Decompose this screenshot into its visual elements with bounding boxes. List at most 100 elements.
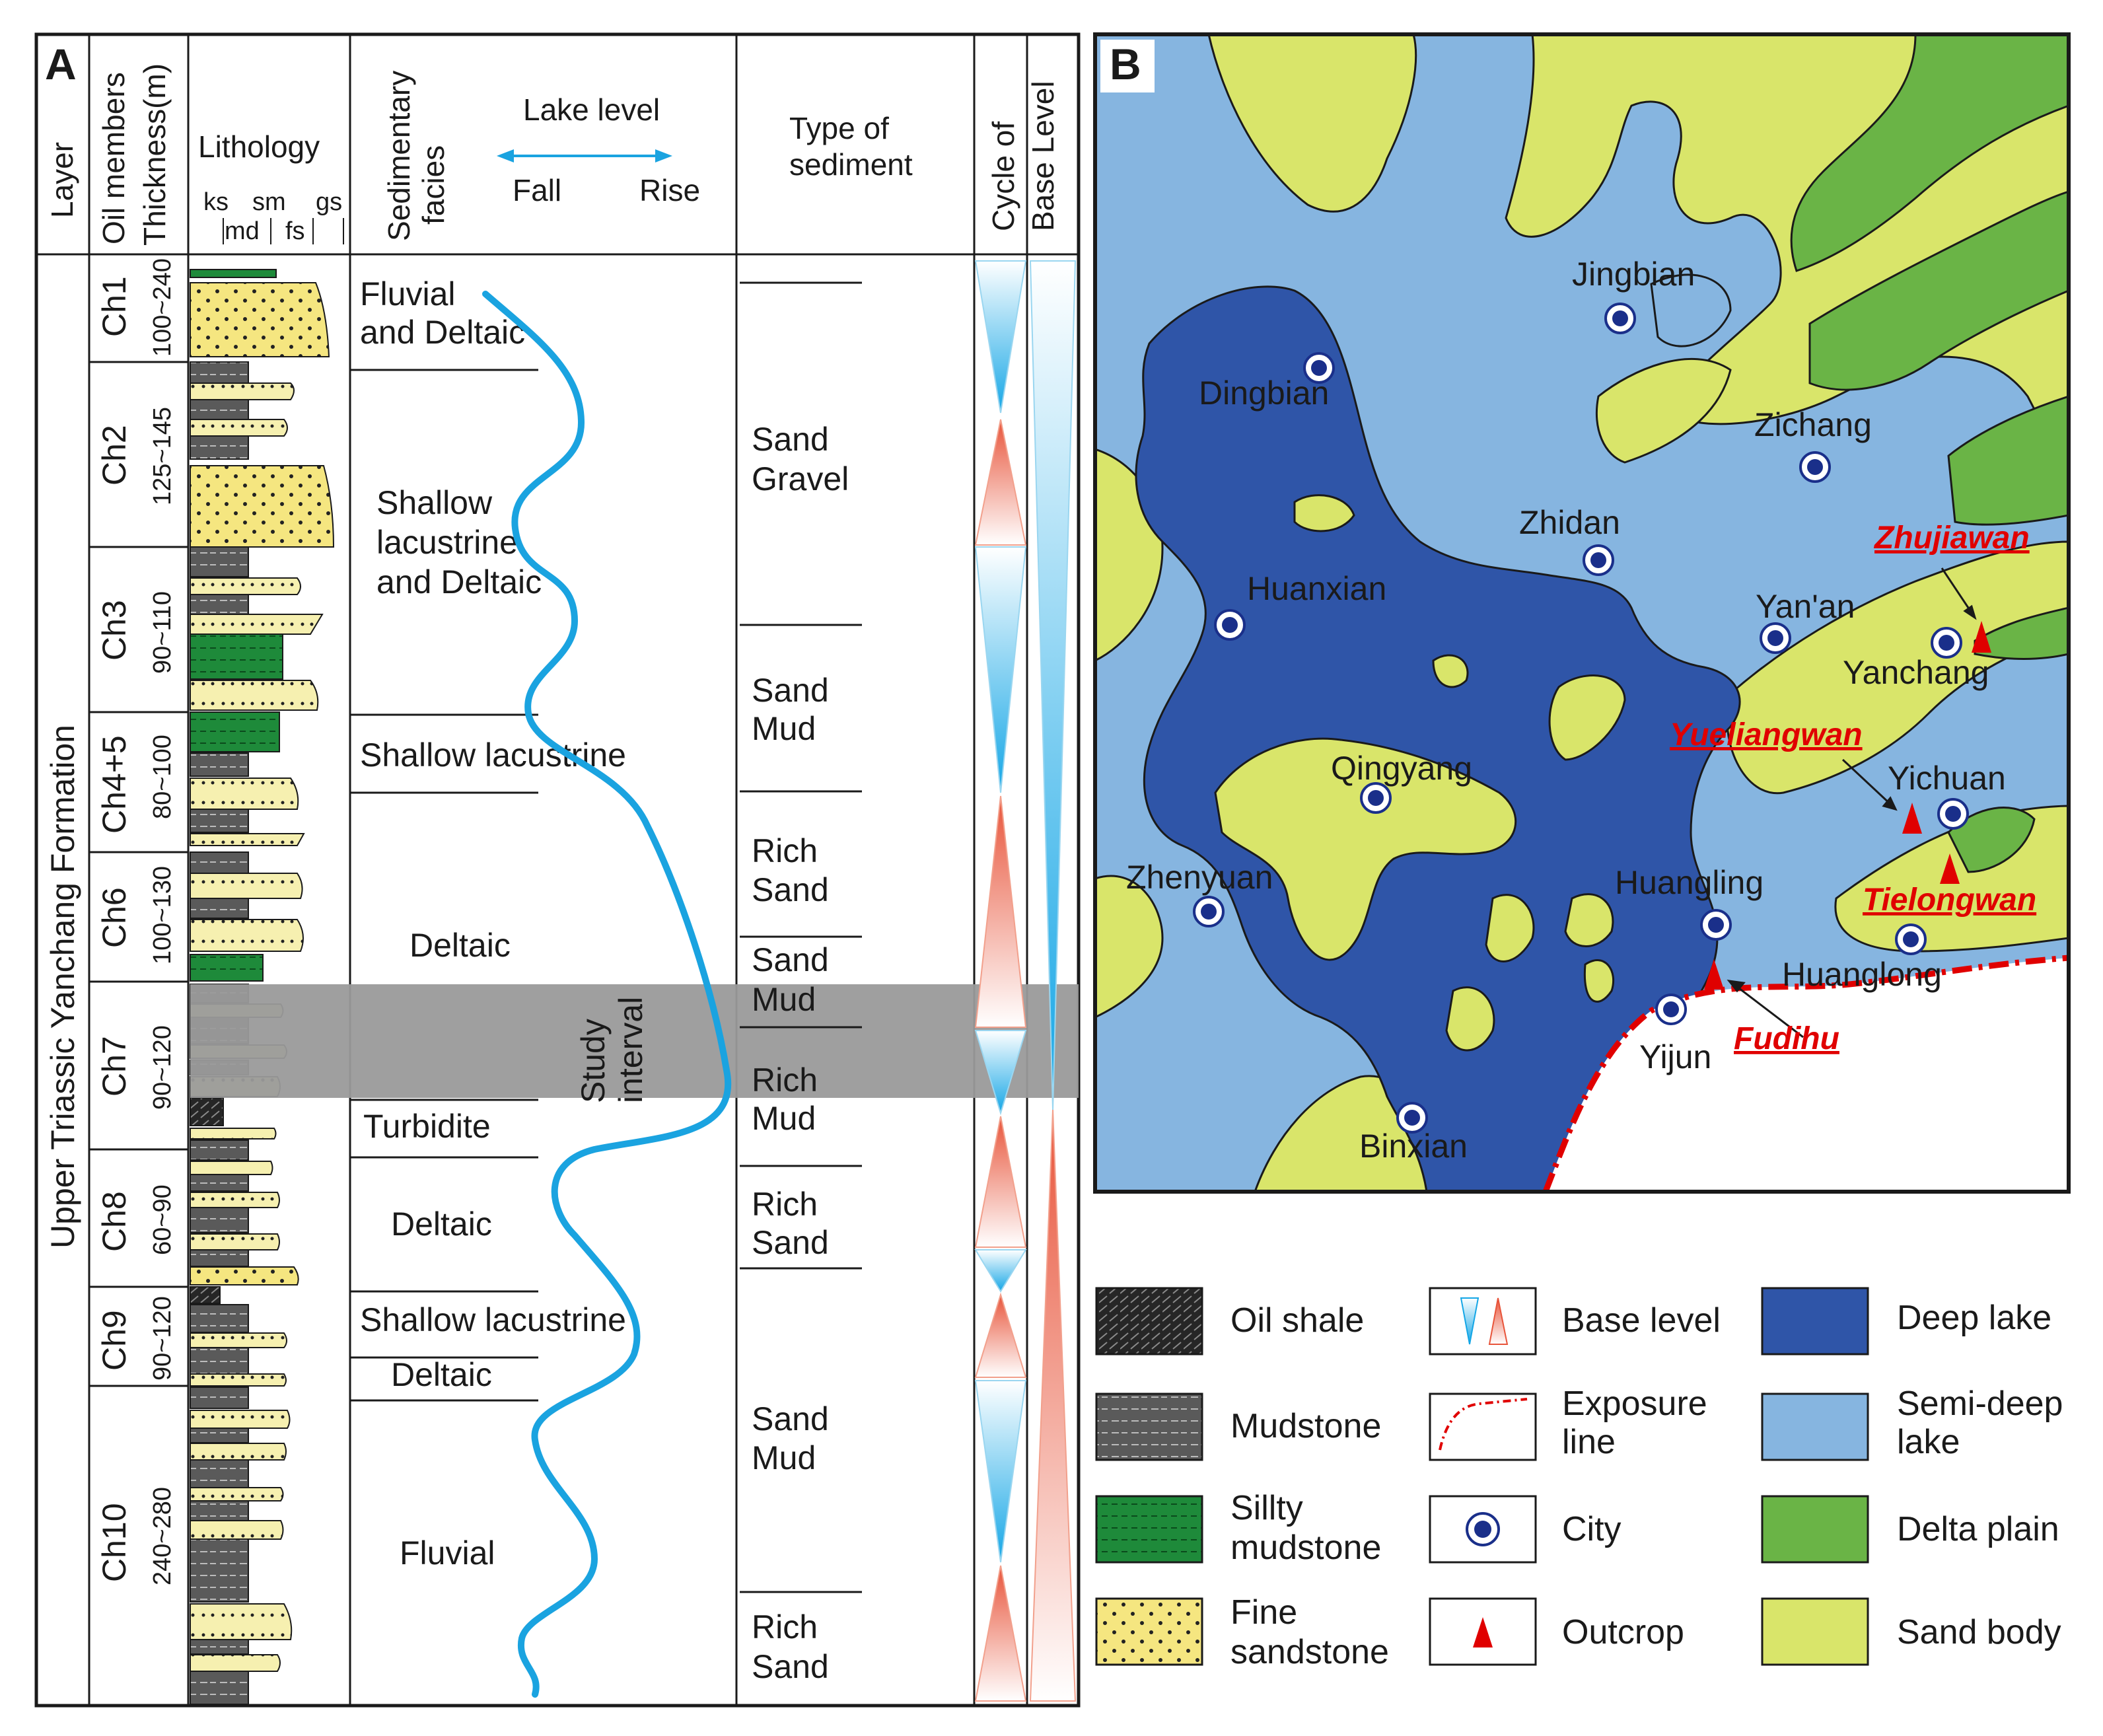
legend-city-label: City [1562, 1510, 1622, 1548]
city-yijun-icon [1655, 994, 1687, 1025]
study-interval-label-1: Study [575, 1019, 612, 1103]
header-rise: Rise [639, 173, 700, 207]
panel-b-tag: B [1110, 40, 1141, 89]
rise-triangle [974, 1116, 1027, 1248]
legend-semi-deep-swatch [1761, 1392, 1869, 1461]
facies-1-line2: and Deltaic [360, 314, 525, 351]
thickness-ch45: 80~100 [149, 735, 176, 819]
rise-triangle [974, 419, 1027, 546]
city-yijun-label: Yijun [1639, 1038, 1711, 1075]
member-labels: Ch1 100~240 Ch2 125~145 Ch3 90~110 Ch4+5… [96, 258, 176, 1585]
member-ch9: Ch9 [96, 1310, 133, 1371]
thickness-ch7: 90~120 [149, 1025, 176, 1110]
legend-base-level-label: Base level [1562, 1301, 1721, 1340]
facies-4: Deltaic [410, 927, 511, 964]
sediment-4-line2: Mud [752, 981, 816, 1018]
outcrop-tielongwan-icon [1940, 853, 1960, 884]
fall-triangle [974, 546, 1027, 793]
sediment-8-line2: Sand [752, 1648, 829, 1685]
legend-outcrop-label: Outcrop [1562, 1613, 1684, 1651]
legend-semi-label-2: lake [1897, 1423, 1960, 1461]
sediment-2-line2: Mud [752, 710, 816, 747]
header-facies-2: facies [416, 145, 450, 225]
lith-code-md: md [225, 217, 260, 245]
sediment-5-line1: Rich [752, 1062, 818, 1099]
study-interval-band [190, 984, 1079, 1098]
city-huanglong-icon [1895, 923, 1927, 955]
base-level-cycles [974, 260, 1077, 1702]
legend-sand-body-swatch [1761, 1597, 1869, 1666]
facies-2-line1: Shallow [376, 484, 493, 521]
header-cycle-2: Base Level [1026, 81, 1060, 231]
sediment-7-line1: Sand [752, 1400, 829, 1437]
sediment-3-line2: Sand [752, 871, 829, 908]
legend-silty-swatch [1095, 1495, 1203, 1564]
legend-delta-plain-swatch [1761, 1495, 1869, 1564]
facies-5: Turbidite [363, 1108, 491, 1145]
outcrop-fudihu-label: Fudihu [1734, 1021, 1839, 1056]
city-yanan-icon [1760, 622, 1791, 654]
fall-triangle [974, 1249, 1027, 1293]
city-yichuan-icon [1937, 798, 1969, 830]
city-binxian-label: Binxian [1359, 1128, 1468, 1165]
header-cycle-1: Cycle of [986, 122, 1020, 231]
lake-level-curve [482, 291, 732, 1698]
outcrop-tielongwan-label: Tielongwan [1863, 883, 2036, 918]
city-huanglong-label: Huanglong [1782, 956, 1942, 993]
thickness-ch2: 125~145 [149, 407, 176, 505]
thickness-ch8: 60~90 [149, 1184, 176, 1255]
header-lithology: Lithology [198, 129, 320, 164]
map-delta-plain [1704, 34, 2069, 272]
lake-level-arrow [497, 149, 672, 163]
city-huangling-label: Huangling [1615, 864, 1764, 901]
legend-silty-label-1: Sillty [1230, 1489, 1303, 1527]
sediment-6-line1: Rich [752, 1186, 818, 1223]
sediment-8-line1: Rich [752, 1609, 818, 1646]
header-facies-1: Sedimentary [382, 71, 416, 241]
legend-outcrop-swatch [1429, 1597, 1537, 1666]
facies-8: Deltaic [391, 1356, 492, 1393]
city-yanchang-icon [1931, 627, 1962, 659]
header-thickness: Thickness(m) [137, 63, 172, 246]
city-yanan-label: Yan'an [1756, 588, 1855, 625]
long-rise-triangle [1029, 1109, 1077, 1702]
member-ch10: Ch10 [96, 1503, 133, 1582]
city-markers [1193, 303, 1969, 1134]
header-sediment-1: Type of [789, 111, 889, 145]
outcrop-zhujiawan-label: Zhujiawan [1873, 521, 2030, 556]
legend-exposure-label-2: line [1562, 1423, 1616, 1461]
legend-fall-triangle-icon [1460, 1297, 1479, 1345]
city-zhidan-label: Zhidan [1519, 504, 1620, 541]
city-zichang-label: Zichang [1754, 406, 1872, 443]
member-ch3: Ch3 [96, 600, 133, 661]
header-fall: Fall [513, 173, 561, 207]
rise-triangle [974, 1565, 1027, 1702]
member-boundaries [89, 361, 188, 1387]
city-jingbian-label: Jingbian [1572, 256, 1695, 293]
legend-semi-label-1: Semi-deep [1897, 1385, 2063, 1423]
panel-a: A Layer Oil members Thickness(m) Litholo… [34, 32, 1081, 1708]
city-zhenyuan-label: Zhenyuan [1126, 859, 1273, 896]
lith-code-ks: ks [203, 188, 229, 216]
member-ch8: Ch8 [96, 1191, 133, 1252]
formation-label: Upper Triassic Yanchang Formation [44, 725, 81, 1248]
sediment-6-line2: Sand [752, 1224, 829, 1261]
sediment-7-line2: Mud [752, 1439, 816, 1476]
outcrop-yueliangwan-icon [1902, 803, 1922, 834]
facies-9: Fluvial [400, 1535, 495, 1572]
city-qingyang-label: Qingyang [1331, 750, 1472, 787]
facies-labels: Fluvial and Deltaic Shallow lacustrine a… [360, 275, 626, 1572]
study-interval-label-2: interval [612, 997, 649, 1103]
fall-triangle [974, 1030, 1027, 1116]
city-huanxian-icon [1214, 609, 1246, 641]
legend-fine-label-1: Fine [1230, 1593, 1297, 1632]
city-zhidan-icon [1583, 544, 1614, 576]
sediment-labels: Sand Gravel Sand Mud Rich Sand Sand Mud … [752, 421, 849, 1685]
thickness-ch3: 90~110 [149, 591, 176, 674]
sediment-4-line1: Sand [752, 941, 829, 978]
member-ch6: Ch6 [96, 887, 133, 948]
legend-oil-shale-swatch [1095, 1287, 1203, 1356]
city-binxian-icon [1396, 1102, 1428, 1134]
city-labels: Jingbian Dingbian Zichang Zhidan Huanxia… [1126, 256, 2006, 1165]
